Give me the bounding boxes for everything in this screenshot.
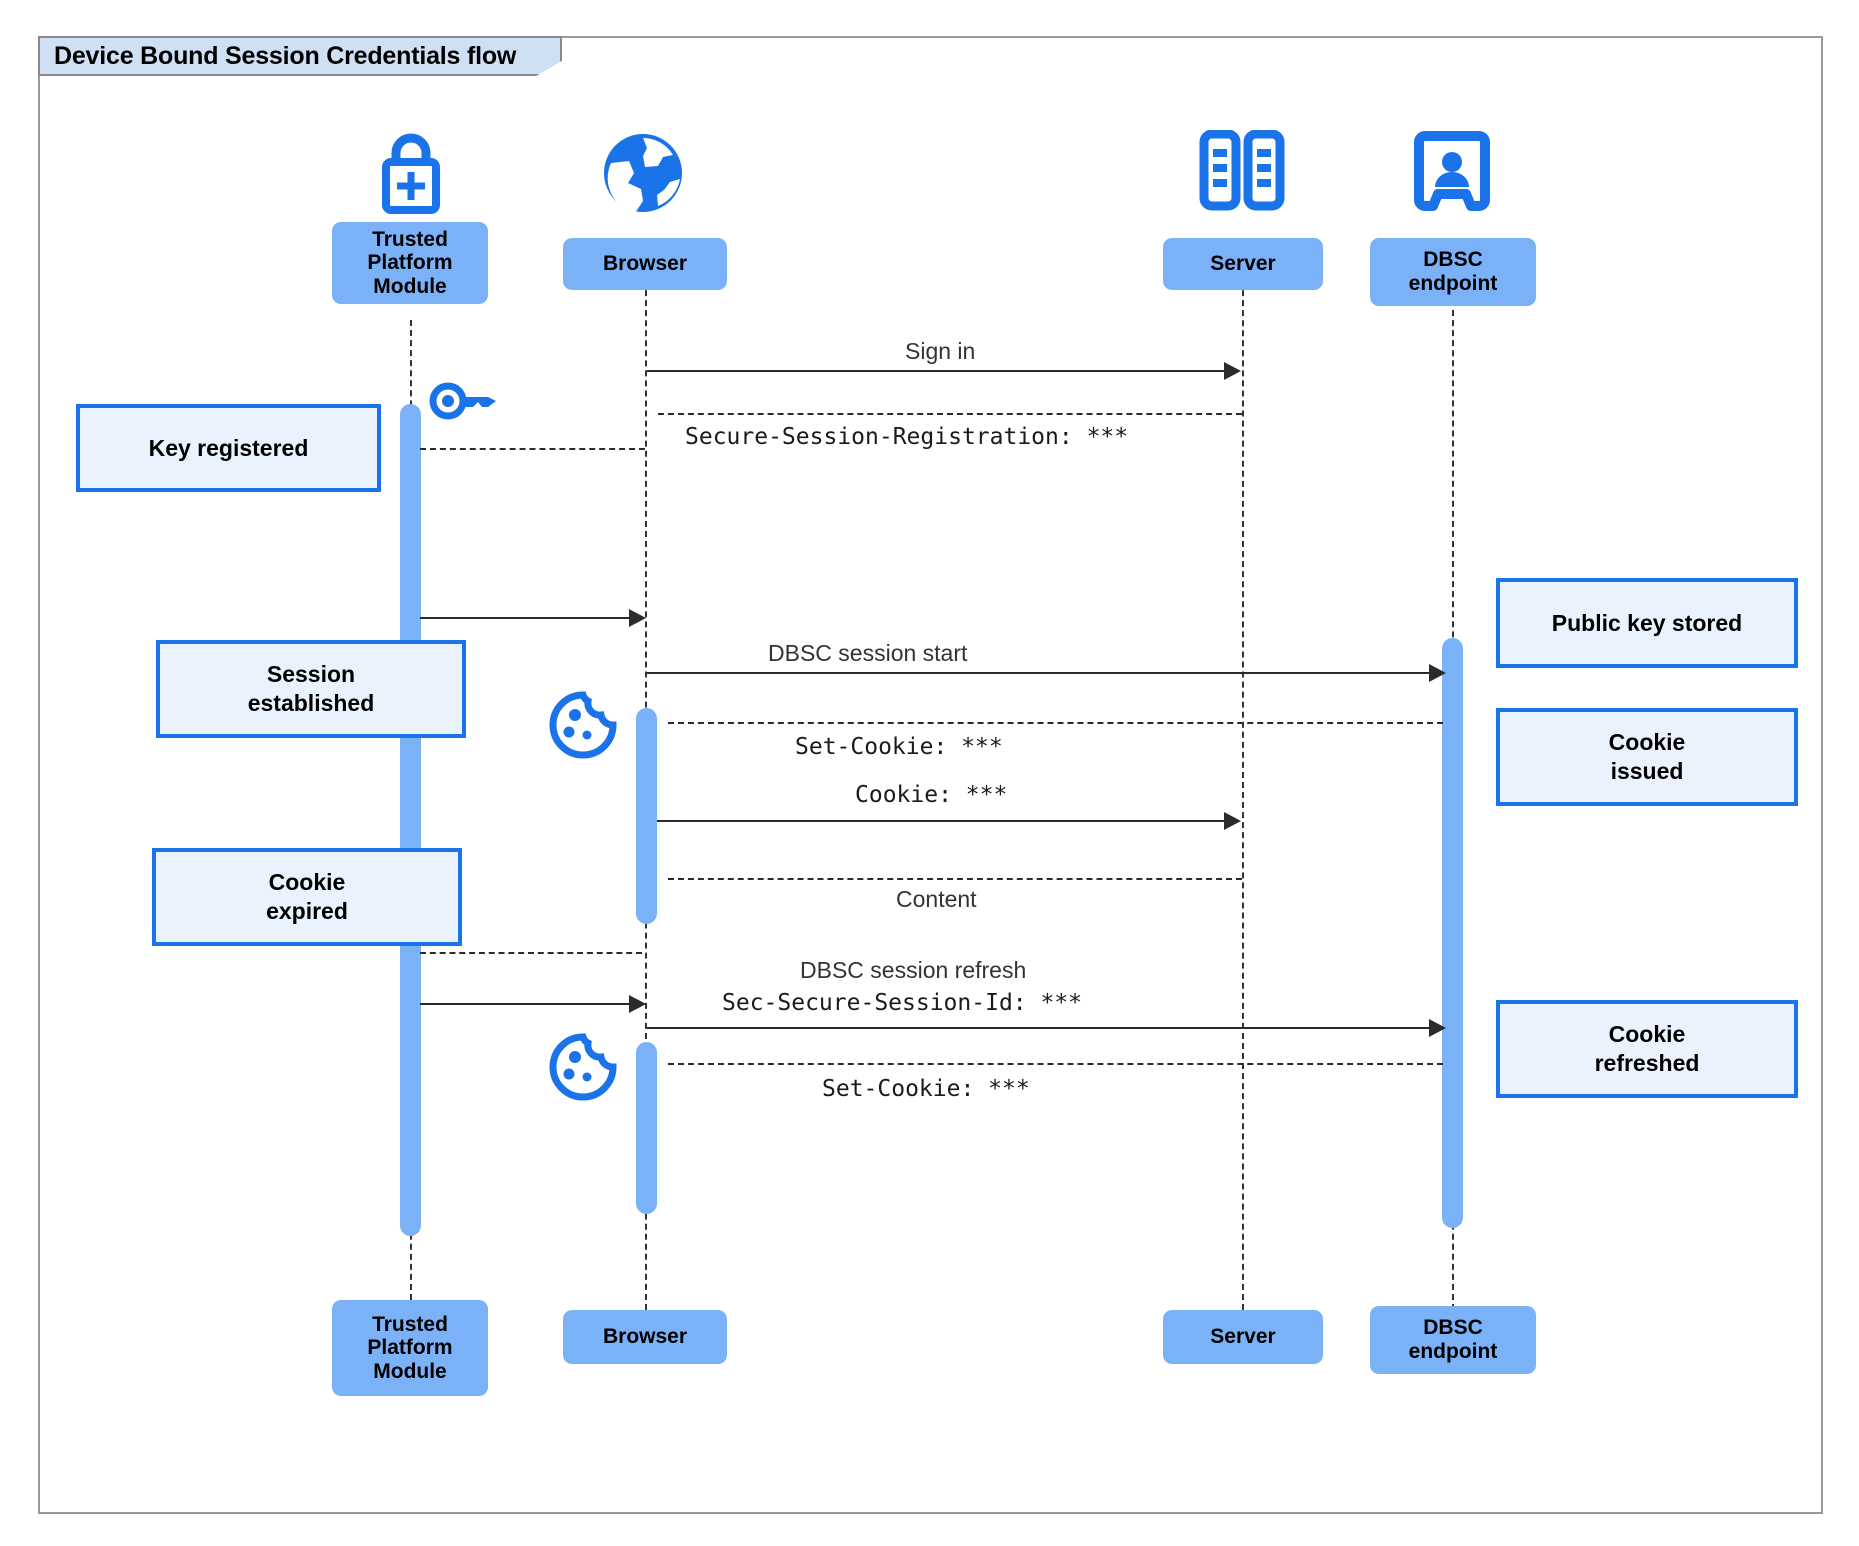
participant-label-line1: Trusted	[372, 1312, 448, 1336]
server-rack-icon	[1198, 129, 1286, 217]
participant-label-line3: Module	[373, 274, 447, 298]
arrowhead-tpm-to-browser-key	[629, 609, 646, 627]
participant-box-server-top[interactable]: Server	[1163, 238, 1323, 290]
note-text-line1: Session	[266, 661, 356, 688]
participant-box-tpm-top[interactable]: Trusted Platform Module	[332, 222, 488, 304]
arrowhead-dbsc-session-start	[1429, 664, 1446, 682]
arrowhead-sign-in	[1224, 362, 1241, 380]
message-line-cookie	[657, 820, 1232, 822]
participant-box-dbsc-bottom[interactable]: DBSC endpoint	[1370, 1306, 1536, 1374]
participant-label-line1: Browser	[602, 1325, 688, 1349]
participant-label-line2: endpoint	[1408, 272, 1498, 295]
note-text-line1: Cookie	[268, 869, 346, 896]
diagram-title: Device Bound Session Credentials flow	[38, 36, 562, 76]
message-line-tpm-to-browser-refresh	[420, 1003, 638, 1005]
participant-label-line1: DBSC	[1423, 248, 1483, 272]
participant-label-line1: DBSC	[1423, 1316, 1483, 1340]
activation-bar-browser-1	[636, 708, 657, 924]
message-label-secure-session-registration: Secure-Session-Registration: ***	[685, 424, 1129, 450]
message-label-set-cookie-2: Set-Cookie: ***	[822, 1076, 1030, 1102]
arrowhead-cookie	[1224, 812, 1241, 830]
note-text-line2: expired	[266, 898, 348, 924]
cookie-icon	[548, 690, 618, 765]
message-line-sign-in	[647, 370, 1232, 372]
message-label-set-cookie-1: Set-Cookie: ***	[795, 734, 1003, 760]
participant-label-line3: Module	[373, 1359, 447, 1383]
note-text-line2: issued	[1610, 758, 1684, 784]
participant-label-line1: Trusted	[372, 227, 448, 251]
participant-label-line1: Browser	[602, 252, 688, 276]
note-public-key-stored: Public key stored	[1496, 578, 1798, 668]
message-label-content: Content	[896, 886, 977, 912]
note-text-line2: refreshed	[1594, 1050, 1700, 1076]
note-session-established: Session established	[156, 640, 466, 738]
activation-bar-dbsc	[1442, 638, 1463, 1228]
message-label-sec-secure-session-id: Sec-Secure-Session-Id: ***	[722, 990, 1083, 1016]
message-line-tpm-to-browser-key	[420, 617, 638, 619]
note-cookie-refreshed: Cookie refreshed	[1496, 1000, 1798, 1098]
note-cookie-expired: Cookie expired	[152, 848, 462, 946]
message-label-sign-in: Sign in	[905, 338, 976, 364]
lifeline-server	[1242, 270, 1244, 1310]
message-label-dbsc-session-refresh: DBSC session refresh	[800, 957, 1027, 983]
note-text: Key registered	[148, 434, 309, 461]
participant-box-tpm-bottom[interactable]: Trusted Platform Module	[332, 1300, 488, 1396]
note-text-line1: Cookie	[1608, 729, 1686, 756]
activation-bar-tpm	[400, 404, 421, 1236]
message-line-set-cookie-2	[668, 1063, 1443, 1065]
message-line-cookie-expired	[420, 952, 642, 954]
note-key-registered: Key registered	[76, 404, 381, 492]
note-text-line2: established	[247, 690, 375, 716]
participant-box-dbsc-top[interactable]: DBSC endpoint	[1370, 238, 1536, 306]
message-line-dbsc-session-start	[647, 672, 1442, 674]
message-line-tpm-key-registered	[420, 448, 645, 450]
participant-label-line2: endpoint	[1408, 1340, 1498, 1363]
note-text: Public key stored	[1551, 609, 1743, 636]
arrowhead-dbsc-session-refresh	[1429, 1019, 1446, 1037]
participant-box-browser-bottom[interactable]: Browser	[563, 1310, 727, 1364]
id-badge-icon	[1413, 130, 1491, 217]
arrowhead-tpm-to-browser-refresh	[629, 995, 646, 1013]
message-label-dbsc-session-start: DBSC session start	[768, 640, 968, 666]
message-line-dbsc-session-refresh	[647, 1027, 1442, 1029]
globe-icon	[600, 130, 686, 221]
participant-box-browser-top[interactable]: Browser	[563, 238, 727, 290]
activation-bar-browser-2	[636, 1042, 657, 1214]
participant-label-line1: Server	[1210, 1325, 1276, 1349]
participant-label-line2: Platform	[367, 1336, 453, 1360]
participant-box-server-bottom[interactable]: Server	[1163, 1310, 1323, 1364]
participant-label-line1: Server	[1210, 252, 1276, 276]
cookie-icon	[548, 1032, 618, 1107]
note-text-line1: Cookie	[1608, 1021, 1686, 1048]
participant-label-line2: Platform	[367, 251, 453, 275]
note-cookie-issued: Cookie issued	[1496, 708, 1798, 806]
message-line-content	[668, 878, 1242, 880]
key-icon	[428, 378, 502, 429]
lock-plus-icon	[368, 128, 454, 221]
message-line-secure-session-registration	[658, 413, 1242, 415]
message-label-cookie: Cookie: ***	[855, 782, 1008, 808]
message-line-set-cookie-1	[668, 722, 1443, 724]
